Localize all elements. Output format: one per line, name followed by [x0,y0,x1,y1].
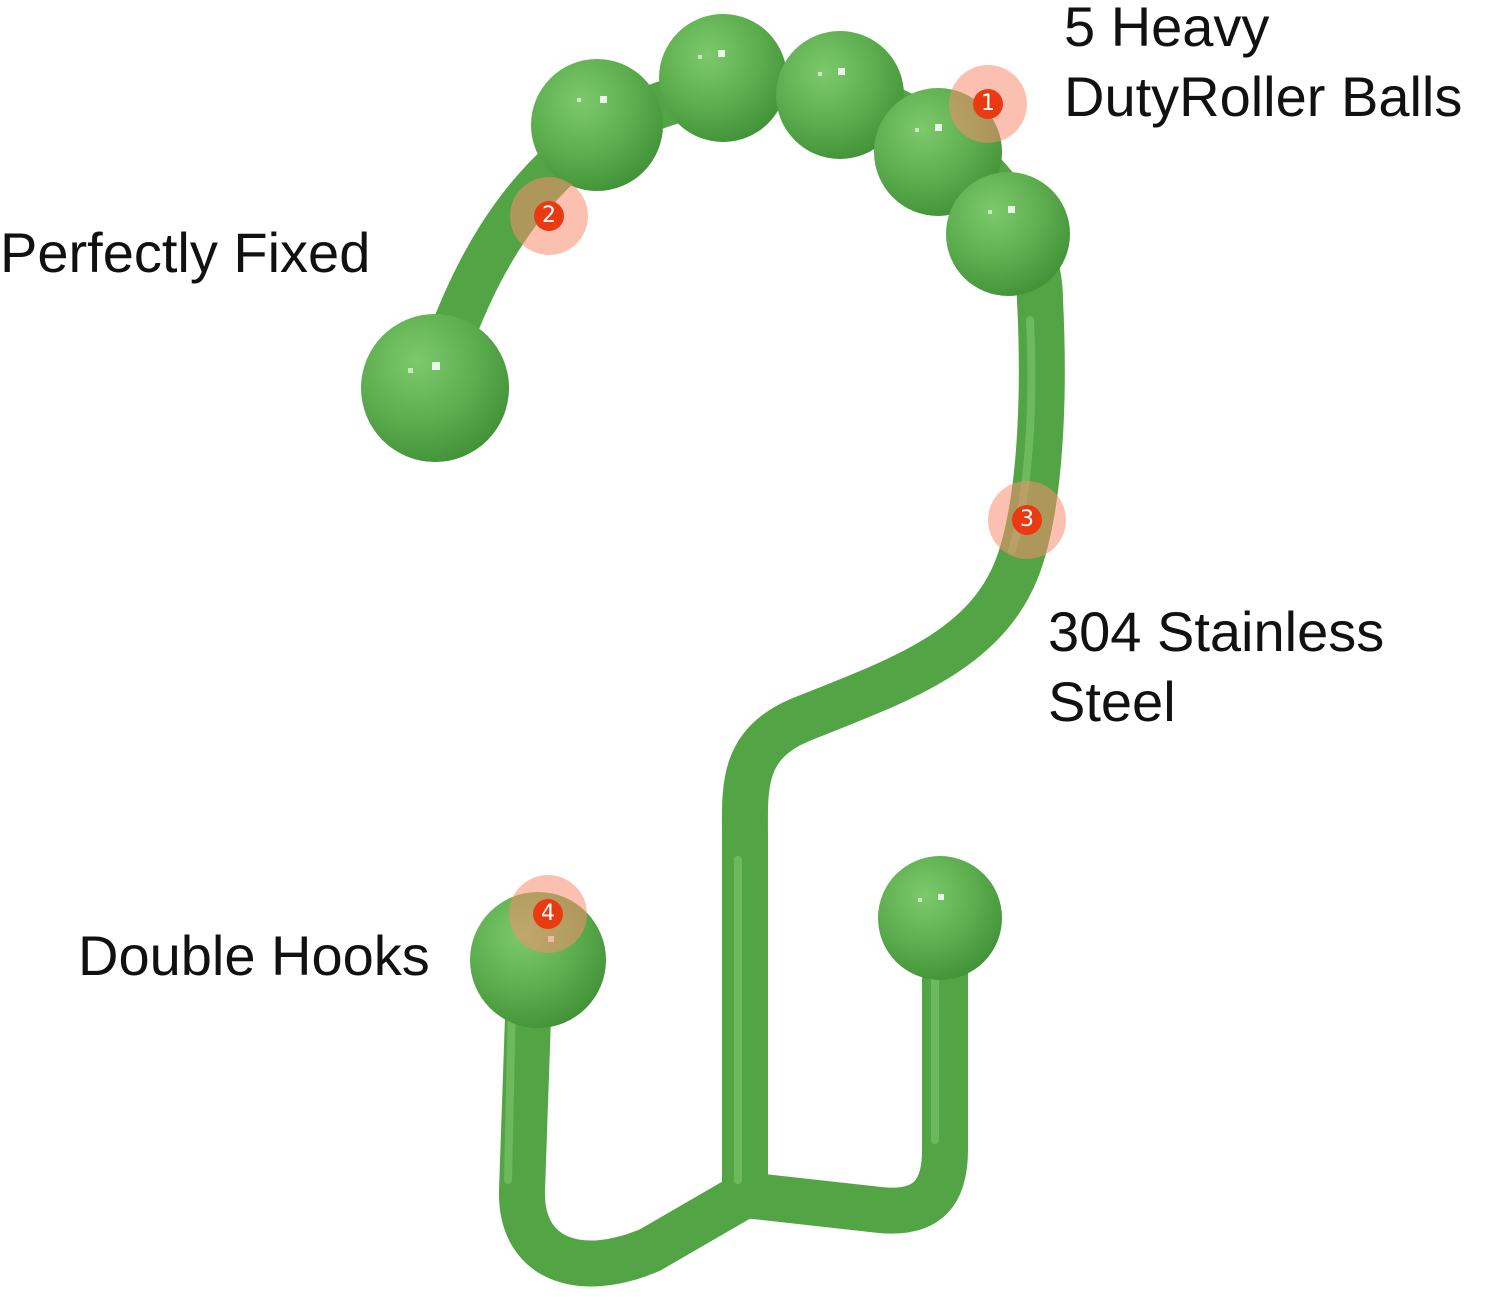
roller-ball-1 [531,59,663,191]
roller-ball-2 [659,14,787,142]
double-hook-base [499,907,968,1287]
callout-label-line: DutyRoller Balls [1064,65,1463,128]
callout-label-line: Double Hooks [78,924,430,987]
callout-marker-3: 3 [988,481,1066,559]
s-curve-stem [721,277,1065,1218]
callout-label-stainless-steel: 304 Stainless Steel [1048,597,1384,737]
callout-label-line: 304 Stainless [1048,600,1385,663]
callout-label-double-hooks: Double Hooks [78,921,430,991]
callout-number-3: 3 [1012,505,1042,535]
callout-label-perfectly-fixed: Perfectly Fixed [0,218,370,288]
callout-marker-1: 1 [949,65,1027,143]
callout-marker-2: 2 [510,177,588,255]
right-hook-end-ball [878,856,1002,980]
callout-number-2: 2 [534,201,564,231]
callout-label-line: 5 Heavy [1064,0,1270,58]
roller-ball-5 [946,172,1070,296]
callout-number-4: 4 [533,899,563,929]
callout-label-roller-balls: 5 Heavy DutyRoller Balls [1064,0,1462,132]
callout-label-line: Perfectly Fixed [0,221,371,284]
callout-marker-4: 4 [509,875,587,953]
roller-ball-3 [776,31,904,159]
callout-label-line: Steel [1048,670,1176,733]
left-end-ball [361,314,509,462]
callout-number-1: 1 [973,89,1003,119]
